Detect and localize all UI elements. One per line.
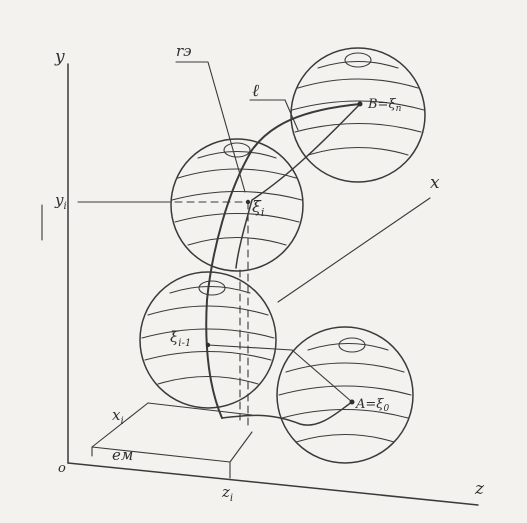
leader-lines xyxy=(175,61,353,403)
label-xi-i1: ξi-1 xyxy=(170,328,191,349)
labels: y x z o yi zi xi rэ ℓ eм B=ξn A=ξ0 ξi ξi… xyxy=(54,42,485,504)
label-origin: o xyxy=(58,461,66,476)
floor-line-2 xyxy=(147,402,253,416)
construction-lines xyxy=(77,201,253,479)
floor-line-4 xyxy=(229,431,253,463)
label-zi: zi xyxy=(221,483,233,504)
axes xyxy=(41,63,479,506)
label-yi: yi xyxy=(54,191,67,212)
floor-line-1 xyxy=(91,402,149,448)
point-xi-i1-dot xyxy=(205,342,211,348)
label-axis-x: x xyxy=(430,173,440,193)
point-a-dot xyxy=(349,399,355,405)
label-point-a: A=ξ0 xyxy=(355,397,389,414)
label-xi: xi xyxy=(112,406,124,427)
label-axis-z: z xyxy=(474,479,485,499)
label-ell: ℓ xyxy=(252,81,259,101)
sphere-lower-left xyxy=(139,271,277,409)
trajectory-curve xyxy=(205,103,361,426)
points xyxy=(205,101,363,405)
sphere-middle xyxy=(170,138,304,272)
point-xi-i-dot xyxy=(245,199,251,205)
sphere-lower-right xyxy=(276,326,414,464)
sphere-top-right xyxy=(290,47,426,183)
point-b-dot xyxy=(357,101,363,107)
label-axis-y: y xyxy=(54,47,65,67)
x-axis-line xyxy=(277,197,431,303)
z-axis-line xyxy=(67,462,479,506)
label-xi-i: ξi xyxy=(252,197,264,219)
label-point-b: B=ξn xyxy=(367,97,402,114)
label-e-m: eм xyxy=(112,446,133,464)
floor-line-3 xyxy=(91,446,231,463)
label-r-e: rэ xyxy=(176,42,192,60)
